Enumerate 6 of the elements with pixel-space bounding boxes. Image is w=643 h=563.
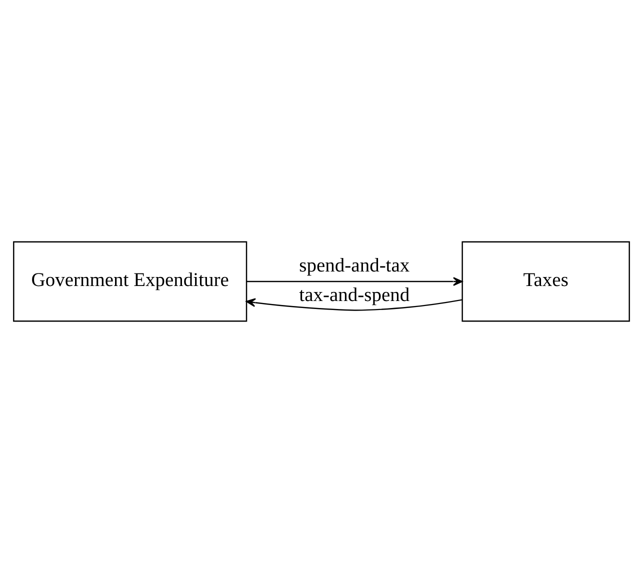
edge-label: spend-and-tax	[299, 256, 410, 277]
node-box: Taxes	[462, 241, 630, 322]
arrow	[246, 298, 462, 311]
arrow	[247, 277, 463, 286]
node-box: Government Expenditure	[13, 241, 248, 322]
edge-label: tax-and-spend	[299, 284, 410, 306]
